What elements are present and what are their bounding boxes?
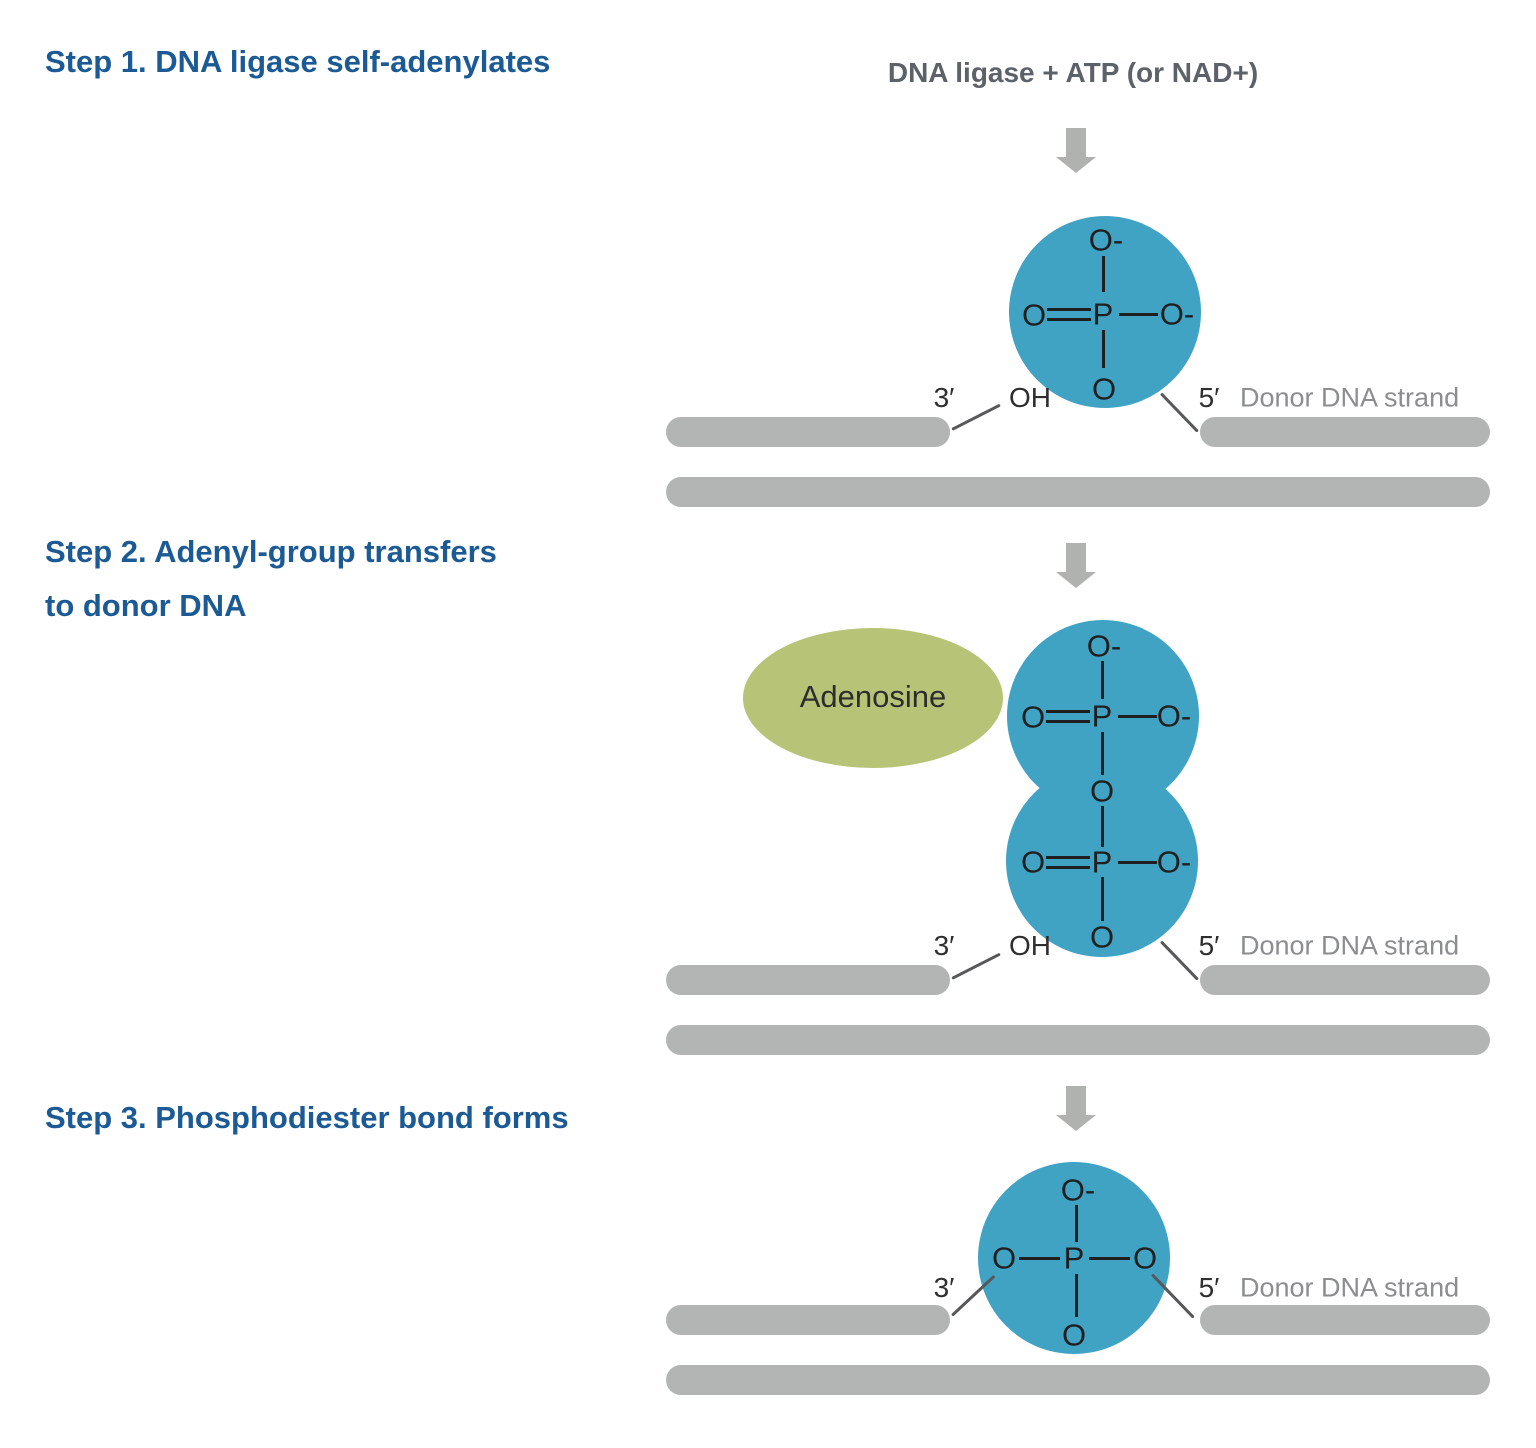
dna-strand-upper-right [1200, 965, 1490, 995]
double-bond-line [1046, 856, 1090, 859]
double-bond-line [1046, 720, 1090, 723]
arrow-stem [1066, 543, 1086, 572]
oxygen-left-label: O [1020, 844, 1046, 880]
donor-strand-label: Donor DNA strand [1240, 930, 1460, 961]
nick-line [1159, 392, 1199, 433]
amp-phosphate-circle-lower [1006, 765, 1198, 957]
phosphorus-label: P [1091, 698, 1113, 734]
dna-strand-upper-left [666, 417, 950, 447]
oxygen-top-label: O- [1088, 222, 1124, 258]
ligase-phosphate-circle [1009, 216, 1201, 408]
bond-line [1101, 806, 1104, 847]
arrow-stem [1066, 128, 1086, 157]
oxygen-right-label: O [1132, 1240, 1158, 1276]
bond-line [1075, 1274, 1078, 1317]
oxygen-right-label: O- [1159, 296, 1195, 332]
reactants-label: DNA ligase + ATP (or NAD+) [887, 57, 1259, 88]
nick-line [951, 952, 1001, 980]
arrow-head [1056, 157, 1096, 173]
bond-line [1075, 1205, 1078, 1242]
three-prime-label: 3′ [933, 382, 955, 413]
hydroxyl-label: OH [1009, 382, 1051, 413]
hydroxyl-label: OH [1009, 930, 1051, 961]
phosphorus-label: P [1063, 1240, 1085, 1276]
oxygen-left-label: O [1020, 699, 1046, 735]
bridge-oxygen-label: O [1089, 773, 1115, 809]
dna-strand-upper-right [1200, 417, 1490, 447]
bond-line [1102, 256, 1105, 292]
double-bond-line [1047, 318, 1091, 321]
bond-line [1019, 1257, 1060, 1260]
adenosine-label: Adenosine [799, 679, 947, 714]
down-arrow-icon [1056, 128, 1096, 173]
arrow-stem [1066, 1086, 1086, 1115]
phosphodiester-circle [978, 1162, 1170, 1354]
oxygen-top-label: O- [1060, 1172, 1096, 1208]
step2-title-line2: to donor DNA [45, 588, 247, 623]
three-prime-label: 3′ [933, 930, 955, 961]
three-prime-label: 3′ [933, 1272, 955, 1303]
oxygen-top-label: O- [1086, 628, 1122, 664]
bond-line [1101, 877, 1104, 921]
five-prime-label: 5′ [1198, 1272, 1220, 1303]
adenosine-ellipse [743, 628, 1003, 768]
oxygen-bottom-label: O [1091, 371, 1117, 407]
double-bond-line [1047, 308, 1091, 311]
nick-line [951, 403, 1001, 431]
phosphorus-label: P [1092, 296, 1114, 332]
arrow-head [1056, 1115, 1096, 1131]
oxygen-right-label: O- [1156, 698, 1192, 734]
dna-strand-upper-left [666, 1305, 950, 1335]
bond-line [1102, 330, 1105, 368]
dna-strand-lower [666, 1025, 1490, 1055]
double-bond-line [1046, 866, 1090, 869]
five-prime-label: 5′ [1198, 930, 1220, 961]
nick-line [1159, 940, 1199, 981]
double-bond-line [1046, 710, 1090, 713]
oxygen-bottom-label: O [1089, 919, 1115, 955]
five-prime-label: 5′ [1198, 382, 1220, 413]
bond-line [1118, 861, 1157, 864]
donor-strand-label: Donor DNA strand [1240, 1272, 1460, 1303]
bond-line [1101, 661, 1104, 699]
step1-title: Step 1. DNA ligase self-adenylates [45, 44, 551, 79]
donor-strand-label: Donor DNA strand [1240, 382, 1460, 413]
dna-strand-upper-right [1200, 1305, 1490, 1335]
dna-strand-lower [666, 477, 1490, 507]
oxygen-bottom-label: O [1061, 1317, 1087, 1353]
oxygen-left-label: O [991, 1240, 1017, 1276]
bond-line [1101, 732, 1104, 775]
arrow-head [1056, 572, 1096, 588]
oxygen-right-label: O- [1156, 844, 1192, 880]
down-arrow-icon [1056, 1086, 1096, 1131]
bond-line [1119, 313, 1158, 316]
step2-title-line1: Step 2. Adenyl-group transfers [45, 534, 497, 569]
dna-strand-upper-left [666, 965, 950, 995]
bond-line [1089, 1257, 1130, 1260]
step3-title: Step 3. Phosphodiester bond forms [45, 1100, 569, 1135]
down-arrow-icon [1056, 543, 1096, 588]
phosphorus-label: P [1091, 844, 1113, 880]
bond-line [1118, 715, 1157, 718]
oxygen-left-label: O [1021, 297, 1047, 333]
dna-strand-lower [666, 1365, 1490, 1395]
